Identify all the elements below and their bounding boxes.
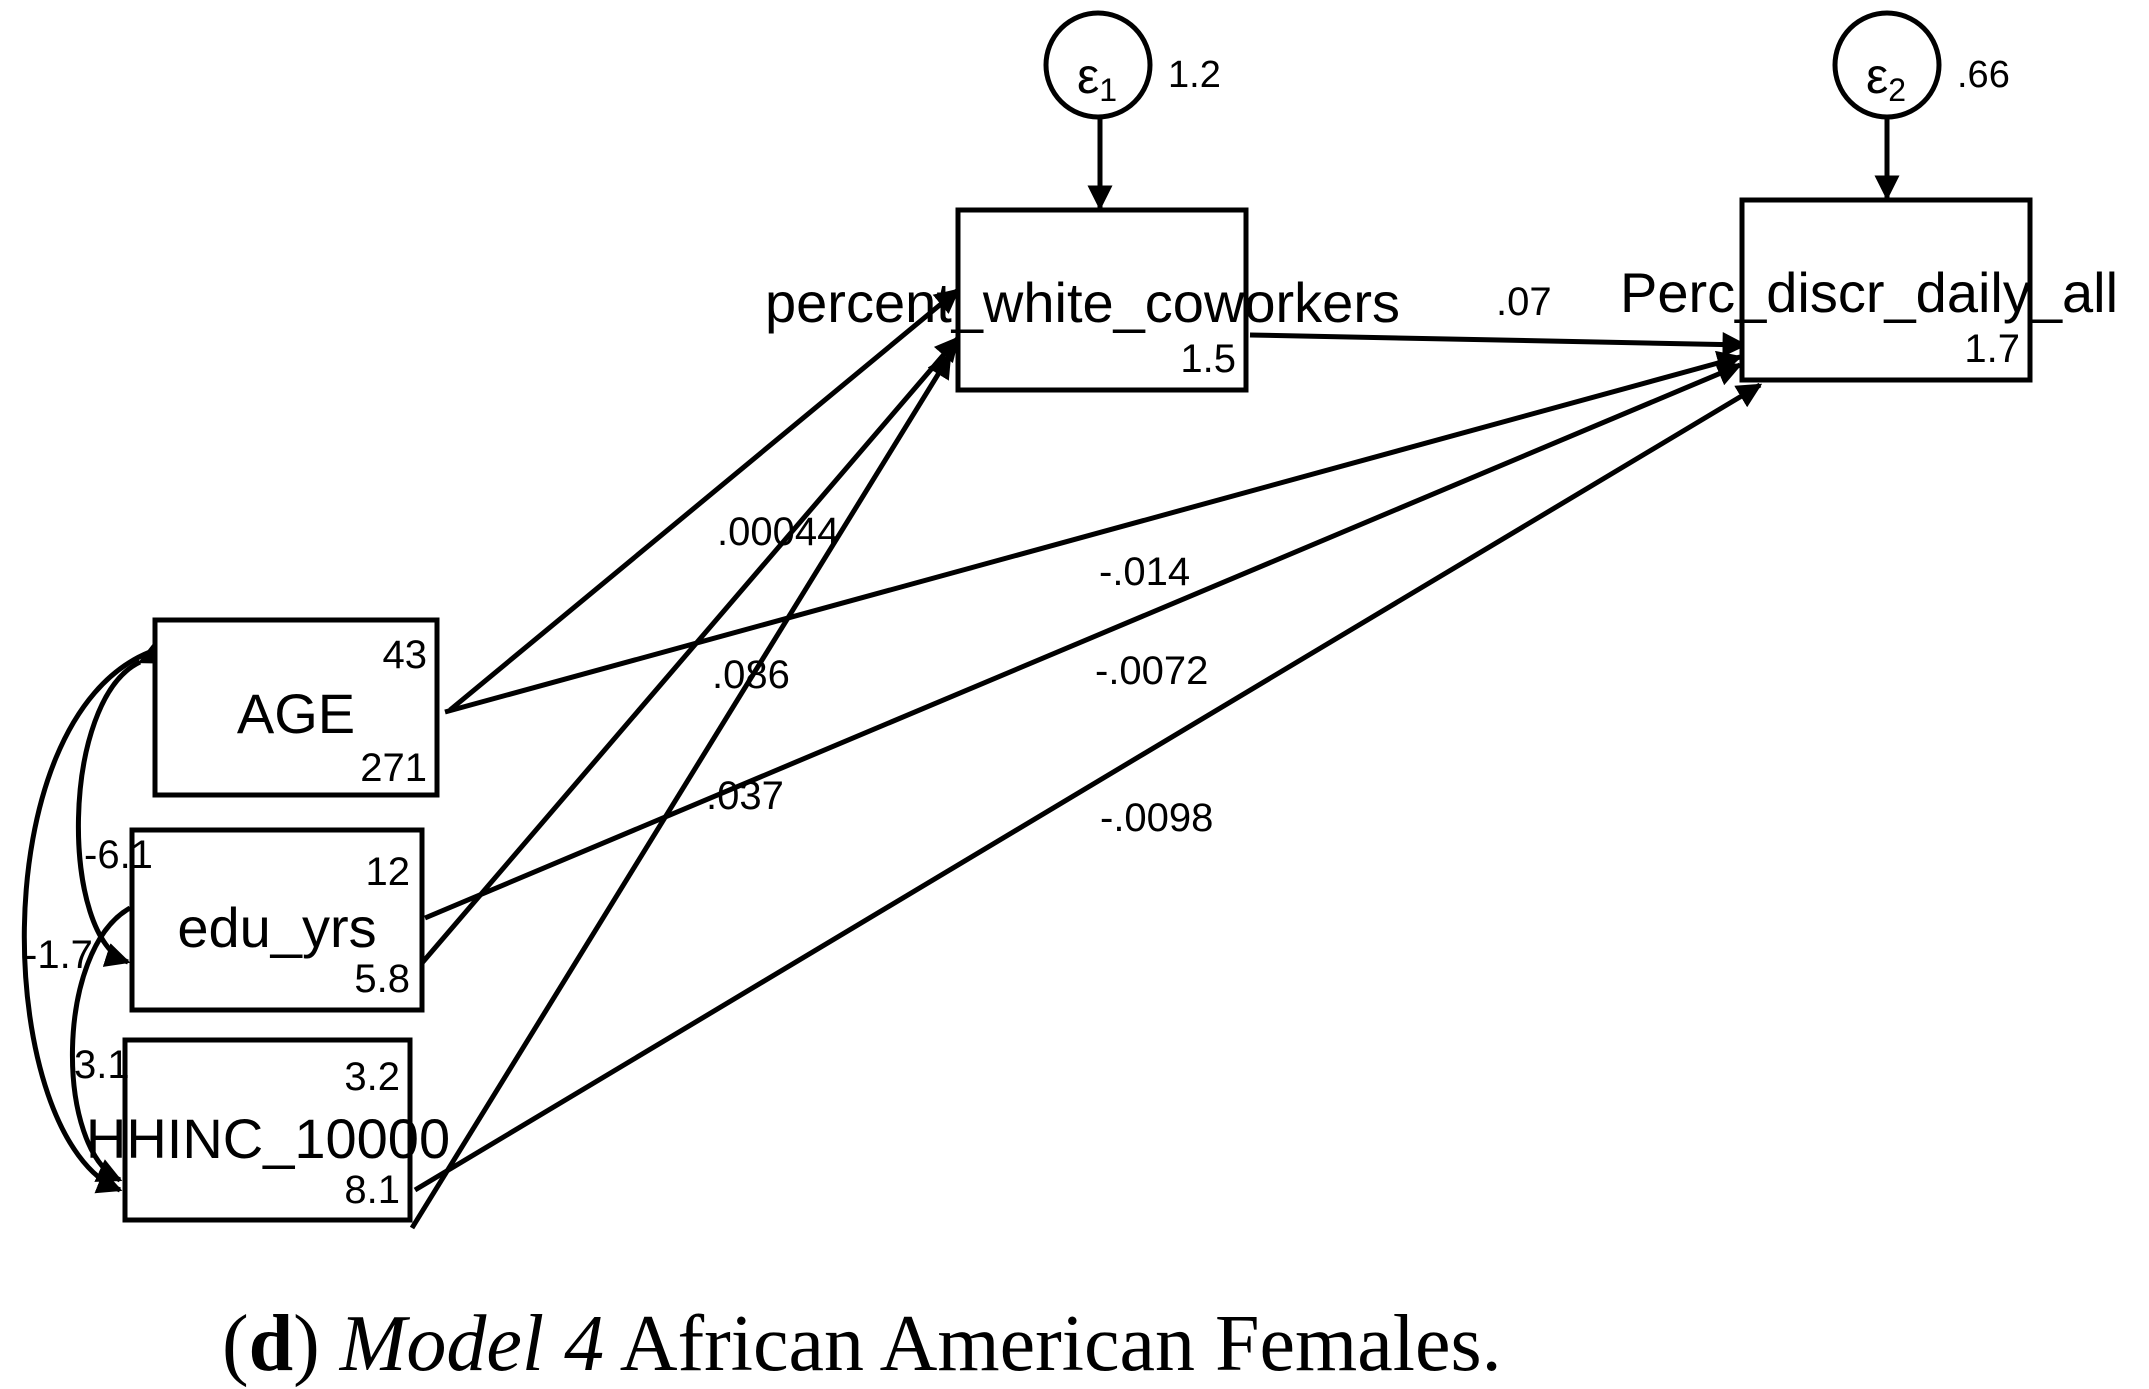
pwc-label: percent_white_coworkers bbox=[765, 271, 1400, 334]
eps1-symbol: ε bbox=[1077, 48, 1099, 104]
cov-age-hh: -1.7 bbox=[24, 933, 93, 977]
node-hhinc-10000 bbox=[122, 1037, 413, 1223]
age-variance: 271 bbox=[360, 746, 427, 790]
covariance-age-hh bbox=[21, 632, 176, 1194]
coef-pwc-to-pdd: .07 bbox=[1496, 280, 1552, 324]
cov-age-edu: -6.1 bbox=[84, 833, 153, 877]
pdd-intercept: 1.7 bbox=[1964, 327, 2020, 371]
coef-age-to-pdd: -.014 bbox=[1099, 550, 1190, 594]
path-age-to-pdd bbox=[444, 350, 1743, 715]
figure-caption: (d) Model 4 African American Females. bbox=[222, 1300, 1502, 1388]
node-perc-discr-daily-all bbox=[1739, 197, 2033, 383]
pwc-intercept: 1.5 bbox=[1180, 337, 1236, 381]
svg-text:ε2: ε2 bbox=[1866, 48, 1906, 108]
path-pwc-to-pdd bbox=[1249, 332, 1748, 358]
path-edu-to-pdd bbox=[424, 362, 1743, 921]
edu-label: edu_yrs bbox=[177, 896, 376, 959]
eps2-variance: .66 bbox=[1957, 54, 2010, 96]
path-hh-to-pwc bbox=[409, 352, 953, 1230]
error-term-eps1 bbox=[1043, 10, 1153, 120]
node-percent-white-coworkers bbox=[955, 207, 1249, 393]
hh-mean: 3.2 bbox=[344, 1055, 400, 1099]
edu-variance: 5.8 bbox=[354, 957, 410, 1001]
coef-hh-to-pwc: .037 bbox=[706, 774, 784, 818]
error-term-eps2 bbox=[1832, 10, 1942, 120]
age-label: AGE bbox=[237, 682, 355, 745]
node-age bbox=[152, 617, 440, 798]
pdd-label: Perc_discr_daily_all bbox=[1620, 261, 2118, 324]
svg-text:ε1: ε1 bbox=[1077, 48, 1117, 108]
hh-variance: 8.1 bbox=[344, 1168, 400, 1212]
eps1-variance: 1.2 bbox=[1168, 54, 1221, 96]
path-edu-to-pwc bbox=[420, 336, 960, 965]
age-mean: 43 bbox=[383, 633, 428, 677]
coef-edu-to-pwc: .086 bbox=[712, 653, 790, 697]
caption-model: Model 4 bbox=[339, 1300, 604, 1388]
caption-letter: d bbox=[249, 1300, 294, 1388]
eps2-subscript: 2 bbox=[1888, 72, 1906, 108]
coef-edu-to-pdd: -.0072 bbox=[1095, 649, 1208, 693]
covariance-edu-hh bbox=[69, 886, 156, 1183]
caption-rest: African American Females. bbox=[604, 1300, 1501, 1388]
cov-edu-hh: 3.1 bbox=[74, 1043, 130, 1087]
hh-label: HHINC_10000 bbox=[86, 1107, 450, 1170]
edu-mean: 12 bbox=[366, 850, 411, 894]
eps1-subscript: 1 bbox=[1099, 72, 1117, 108]
node-edu-yrs bbox=[129, 827, 425, 1013]
coef-hh-to-pdd: -.0098 bbox=[1100, 796, 1213, 840]
coef-age-to-pwc: .00044 bbox=[717, 510, 839, 554]
path-hh-to-pdd bbox=[413, 382, 1763, 1193]
eps2-symbol: ε bbox=[1866, 48, 1888, 104]
path-age-to-pwc bbox=[448, 288, 960, 712]
